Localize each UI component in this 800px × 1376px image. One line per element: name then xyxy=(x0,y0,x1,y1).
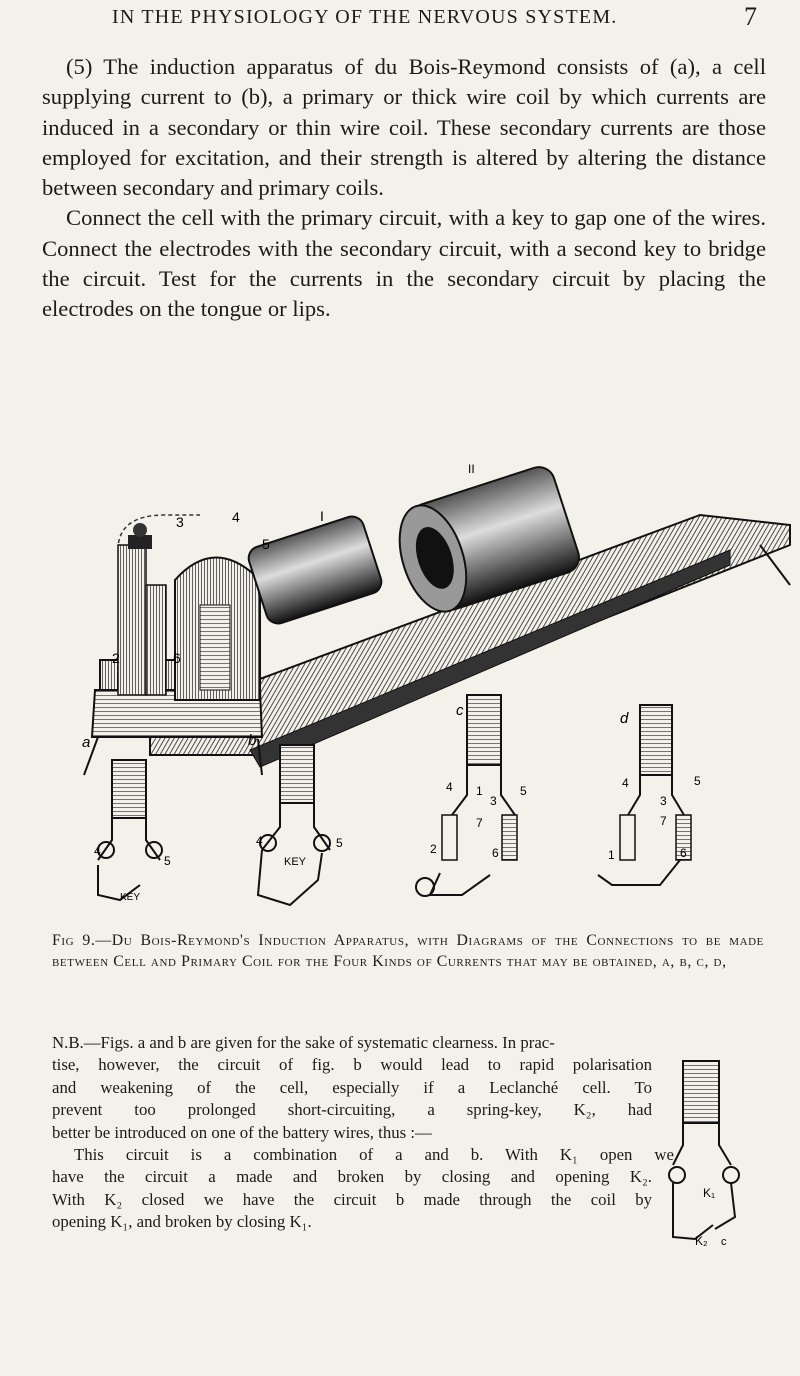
spring-key-k2: K₂ xyxy=(695,1234,708,1247)
diagram-d: d 4 5 3 7 1 6 xyxy=(597,704,701,886)
running-head: IN THE PHYSIOLOGY OF THE NERVOUS SYSTEM. xyxy=(112,6,618,28)
diagram-d-letter: d xyxy=(620,710,629,727)
note-block: N.B.—Figs. a and b are given for the sak… xyxy=(52,1032,764,1234)
induction-apparatus-figure: II I 3 4 5 2 6 a 4 5 KEY b 4 5 KEY c xyxy=(82,462,791,907)
diagram-c-letter: c xyxy=(456,702,464,719)
label-coil-I: I xyxy=(320,508,324,524)
diagram-a-n5: 5 xyxy=(164,854,171,868)
note-line: tise, however, the circuit of fig. b wou… xyxy=(52,1055,652,1075)
diagram-a: a 4 5 KEY xyxy=(82,734,171,903)
label-n2: 2 xyxy=(112,650,120,666)
diagram-a-n4: 4 xyxy=(94,844,101,858)
figure-caption: Fig 9.—Du Bois-Reymond's Induction Appar… xyxy=(52,932,764,970)
diagram-c-n7: 7 xyxy=(476,816,483,830)
diagram-d-n4: 4 xyxy=(622,776,629,790)
note-line: N.B.—Figs. a and b are given for the sak… xyxy=(52,1033,555,1052)
diagram-a-key: KEY xyxy=(120,892,140,903)
diagram-d-n1: 1 xyxy=(608,848,615,862)
diagram-d-n6: 6 xyxy=(680,846,687,860)
diagram-c-n2: 2 xyxy=(430,842,437,856)
paragraph-connections: Connect the cell with the primary circui… xyxy=(42,205,766,322)
diagram-c: c 4 5 1 3 7 2 6 xyxy=(415,694,527,897)
diagram-b: b 4 5 KEY xyxy=(248,732,343,907)
diagram-a-letter: a xyxy=(82,734,90,751)
note-line: prevent too prolonged short-circuiting, … xyxy=(52,1100,652,1120)
diagram-b-letter: b xyxy=(248,732,256,749)
diagram-c-n4: 4 xyxy=(446,780,453,794)
spring-key-c: c xyxy=(721,1236,727,1247)
note-line: better be introduced on one of the batte… xyxy=(52,1122,432,1142)
page-number: 7 xyxy=(744,2,757,31)
diagram-c-n5: 5 xyxy=(520,784,527,798)
label-n5: 5 xyxy=(262,536,270,552)
diagram-b-key: KEY xyxy=(284,856,307,868)
note-line: and weakening of the cell, especially if… xyxy=(52,1077,652,1097)
apparatus-engraving: II I 3 4 5 2 6 xyxy=(83,462,791,776)
diagram-d-n7: 7 xyxy=(660,814,667,828)
note-line: have the circuit a made and broken by cl… xyxy=(52,1167,652,1187)
note-line: opening K₁, and broken by closing K₁. xyxy=(52,1212,312,1232)
note-line: This circuit is a combination of a and b… xyxy=(74,1145,674,1165)
diagram-b-n5: 5 xyxy=(336,836,343,850)
diagram-c-n1: 1 xyxy=(476,784,483,798)
note-line: With K₂ closed we have the circuit b mad… xyxy=(52,1189,652,1209)
diagram-b-n4: 4 xyxy=(256,834,263,848)
label-coil-II: II xyxy=(468,462,475,476)
spring-key-k1: K₁ xyxy=(703,1186,715,1200)
body-text: (5) The induction apparatus of du Bois-R… xyxy=(42,52,766,325)
label-n6: 6 xyxy=(173,650,181,666)
diagram-d-n5: 5 xyxy=(694,774,701,788)
label-n4: 4 xyxy=(232,509,240,525)
label-n3: 3 xyxy=(176,514,184,530)
spring-key-diagram: K₁ K₂ c xyxy=(668,1060,740,1247)
diagram-c-n6: 6 xyxy=(492,846,499,860)
paragraph-induction-apparatus: (5) The induction apparatus of du Bois-R… xyxy=(42,54,766,201)
diagram-d-n3: 3 xyxy=(660,794,667,808)
diagram-c-n3: 3 xyxy=(490,794,497,808)
